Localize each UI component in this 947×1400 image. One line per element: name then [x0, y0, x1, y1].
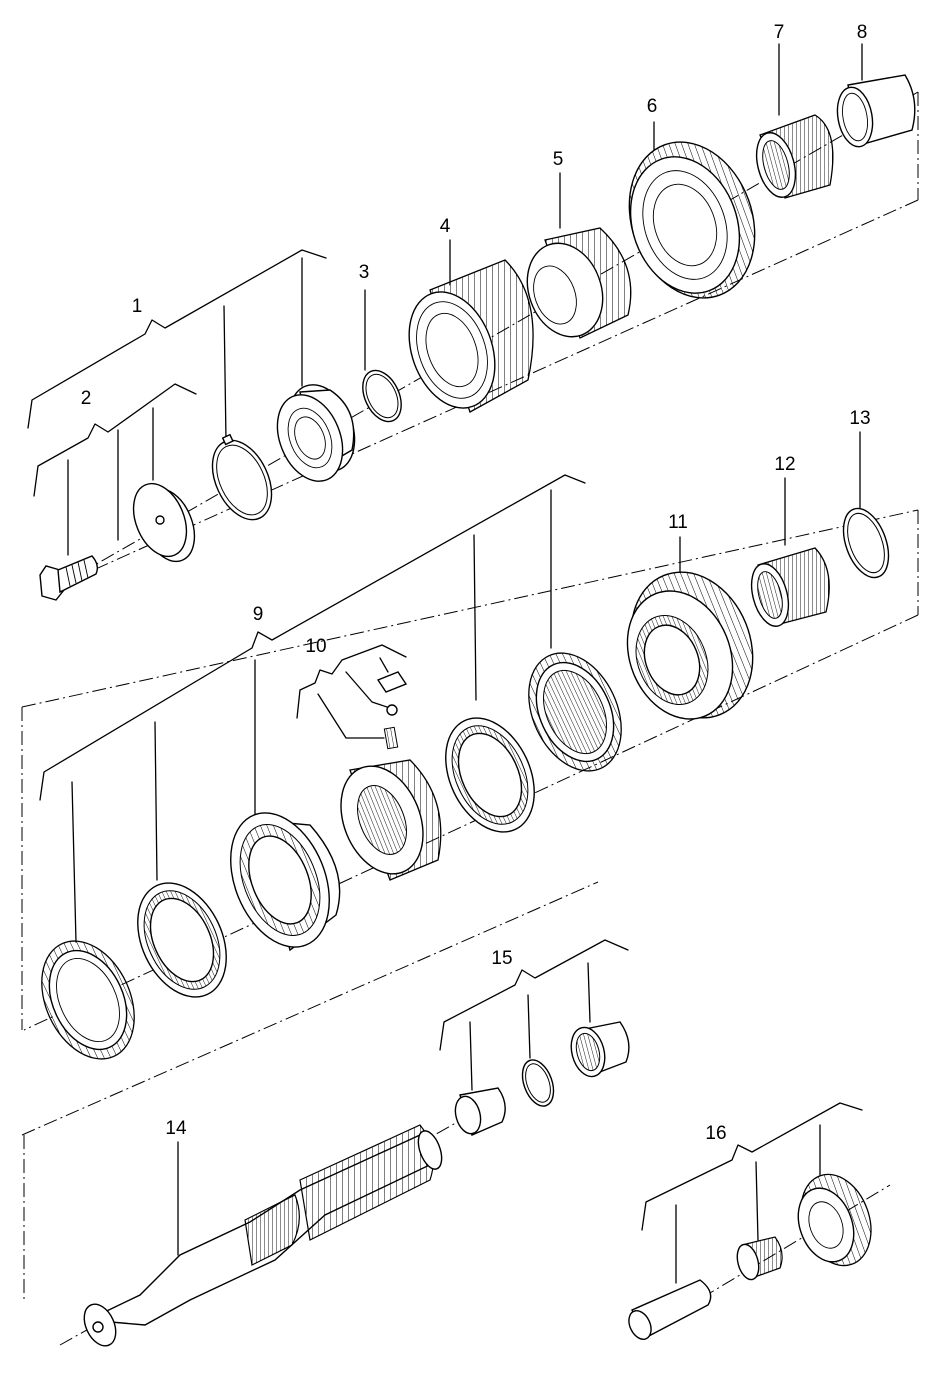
callout-13: 13 [849, 408, 870, 429]
callout-1: 1 [132, 296, 143, 317]
part-needle-bearing-15 [570, 1021, 630, 1078]
part-needle-bearing-12 [750, 547, 830, 627]
part-ball-bearing [276, 384, 356, 482]
part-bushing-8 [836, 74, 916, 148]
callout-8: 8 [857, 22, 868, 43]
part-synchro-ring-left [41, 940, 135, 1060]
callout-7: 7 [774, 22, 785, 43]
part-circlip-large [211, 433, 273, 521]
part-pin-16 [628, 1279, 712, 1340]
part-blocker-ring-right [445, 717, 535, 833]
part-synchro-hub [340, 759, 442, 881]
part-gear-4 [408, 259, 534, 413]
part-hex-bolt [39, 555, 99, 601]
part-gear-11 [626, 571, 754, 720]
part-synchro-ring-right [528, 652, 622, 772]
part-gear-6 [628, 141, 756, 299]
part-bush-15 [454, 1087, 506, 1136]
part-ring-15 [521, 1059, 555, 1107]
part-detent-set [376, 671, 408, 750]
leader-lines [27, 43, 863, 1284]
part-spacer-ring-13 [842, 507, 890, 579]
part-thrust-washer [132, 482, 196, 563]
part-sliding-sleeve [230, 812, 341, 952]
callout-14: 14 [165, 1118, 187, 1139]
callout-5: 5 [553, 149, 564, 170]
callout-15: 15 [491, 948, 512, 969]
callout-12: 12 [774, 454, 795, 475]
callout-labels: 1 2 3 4 5 6 7 8 9 10 11 12 13 14 15 16 [81, 22, 871, 1144]
part-needle-bearing-16 [736, 1236, 783, 1281]
callout-2: 2 [81, 388, 92, 409]
part-circlip-small [362, 369, 402, 423]
callout-11: 11 [668, 512, 688, 533]
callout-4: 4 [440, 216, 451, 237]
callout-6: 6 [647, 96, 658, 117]
part-gear-5 [526, 227, 632, 339]
callout-10: 10 [305, 636, 326, 657]
callout-16: 16 [705, 1123, 726, 1144]
callout-9: 9 [253, 604, 264, 625]
part-blocker-ring-left [137, 882, 227, 998]
callout-3: 3 [359, 262, 370, 283]
part-gear-16 [797, 1173, 872, 1267]
part-needle-bearing-7 [755, 114, 834, 199]
part-main-shaft [83, 1124, 443, 1347]
